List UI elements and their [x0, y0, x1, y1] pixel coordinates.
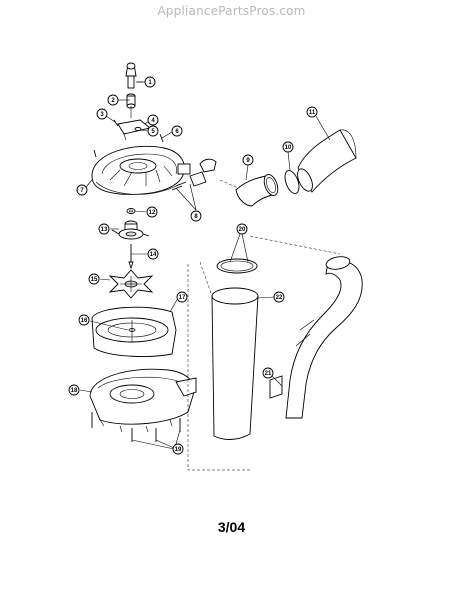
callout-group — [68, 76, 331, 455]
part-13-hub — [111, 220, 150, 240]
part-21-curved-hose — [249, 235, 363, 419]
part-4-5-bracket — [117, 119, 153, 141]
callout-22: 22 — [276, 295, 283, 301]
callout-1: 1 — [148, 80, 152, 86]
callout-12: 12 — [149, 210, 156, 216]
callout-18: 18 — [71, 388, 78, 394]
callout-20: 20 — [239, 227, 246, 233]
part-14-pin — [128, 244, 134, 270]
callout-2: 2 — [111, 98, 115, 104]
callout-5: 5 — [151, 129, 155, 135]
callout-10: 10 — [285, 145, 292, 151]
part-3-screw — [113, 119, 119, 127]
site-watermark: AppliancePartsPros.com — [157, 4, 306, 18]
callout-4: 4 — [151, 118, 155, 124]
callout-9: 9 — [246, 158, 250, 164]
part-9-elbow — [235, 174, 279, 207]
callout-3: 3 — [100, 112, 104, 118]
part-12-washer — [126, 208, 136, 214]
part-7-upper-housing — [91, 145, 191, 195]
callout-6: 6 — [175, 129, 179, 135]
part-18-lower-housing — [89, 368, 197, 433]
part-19-screws — [91, 412, 181, 442]
part-1-knob — [125, 62, 143, 89]
part-2-spacer — [126, 93, 136, 118]
callout-14: 14 — [150, 252, 157, 258]
part-11-tube — [219, 129, 357, 193]
callout-labels: 1 2 3 4 5 6 7 8 9 10 11 12 13 14 15 16 1… — [71, 80, 316, 453]
part-8-clips — [171, 158, 217, 191]
callout-16: 16 — [81, 318, 88, 324]
callout-21: 21 — [265, 371, 272, 377]
callout-15: 15 — [91, 277, 98, 283]
callout-19: 19 — [175, 447, 182, 453]
part-17-sleeve — [91, 306, 177, 357]
callout-7: 7 — [80, 188, 84, 194]
part-6-screws — [93, 133, 164, 158]
date-code: 3/04 — [217, 519, 246, 535]
callout-11: 11 — [309, 110, 316, 116]
callout-13: 13 — [101, 227, 108, 233]
part-15-impeller — [108, 269, 154, 299]
part-10-clamp — [284, 170, 300, 194]
part-20-long-tube — [187, 258, 259, 471]
callout-8: 8 — [194, 214, 198, 220]
callout-17: 17 — [179, 295, 186, 301]
